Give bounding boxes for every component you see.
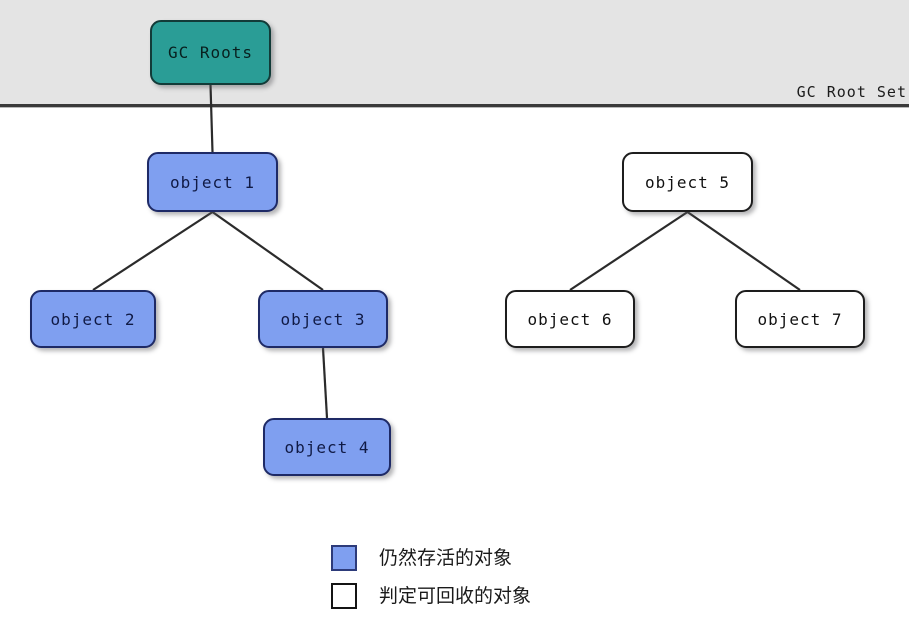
edge-object-5-to-object-6	[569, 211, 689, 291]
node-object-4[interactable]: object 4	[263, 418, 391, 476]
edge-object-1-to-object-3	[211, 211, 324, 291]
node-object-5[interactable]: object 5	[622, 152, 753, 212]
node-label: object 2	[50, 309, 136, 329]
node-object-6[interactable]: object 6	[505, 290, 635, 348]
edge-object-1-to-object-2	[92, 211, 214, 291]
node-object-7[interactable]: object 7	[735, 290, 865, 348]
node-object-2[interactable]: object 2	[30, 290, 156, 348]
gc-root-set-label: GC Root Set	[796, 83, 907, 101]
legend-swatch-dead	[331, 583, 357, 609]
legend-label-alive: 仍然存活的对象	[379, 547, 513, 569]
node-label: object 1	[169, 172, 256, 192]
legend-label-dead: 判定可回收的对象	[379, 585, 532, 607]
node-label: object 6	[527, 309, 613, 329]
edge-object-3-to-object-4	[321, 347, 329, 419]
node-object-3[interactable]: object 3	[258, 290, 388, 348]
node-label: object 7	[757, 309, 843, 329]
node-gc-roots[interactable]: GC Roots	[150, 20, 271, 85]
node-label: object 5	[644, 172, 731, 192]
gc-root-set-divider	[0, 104, 909, 107]
node-label: GC Roots	[167, 43, 254, 62]
edge-gc-roots-to-object-1	[209, 84, 214, 153]
node-label: object 3	[280, 309, 366, 329]
edge-object-5-to-object-7	[686, 211, 801, 291]
node-label: object 4	[284, 437, 370, 457]
legend-swatch-alive	[331, 545, 357, 571]
node-object-1[interactable]: object 1	[147, 152, 278, 212]
